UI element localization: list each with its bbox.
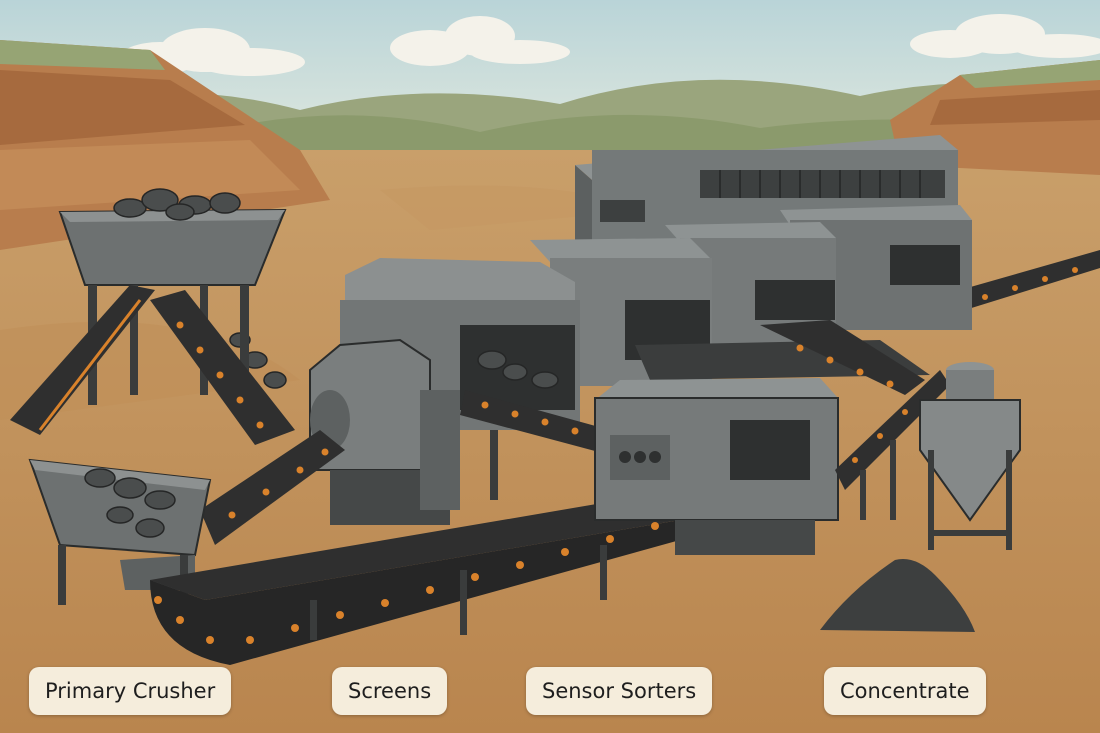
crusher-feed-conveyor [200, 430, 345, 545]
front-ore-bin [28, 458, 212, 605]
label-screens: Screens [332, 667, 448, 715]
label-sensor-sorters: Sensor Sorters [526, 667, 713, 715]
middle-conveyors [635, 320, 930, 395]
left-conveyors [10, 285, 295, 445]
label-concentrate: Concentrate [824, 667, 986, 715]
concentrate-pile [820, 559, 975, 632]
screen-to-sorter-conveyor [460, 390, 610, 500]
clouds [120, 14, 1100, 76]
front-sensor-sorter [594, 378, 839, 555]
rear-conveyor [960, 250, 1100, 310]
primary-crusher [309, 338, 460, 525]
main-conveyor [150, 500, 680, 665]
concentrate-silo [919, 362, 1021, 550]
label-primary-crusher: Primary Crusher [29, 667, 232, 715]
